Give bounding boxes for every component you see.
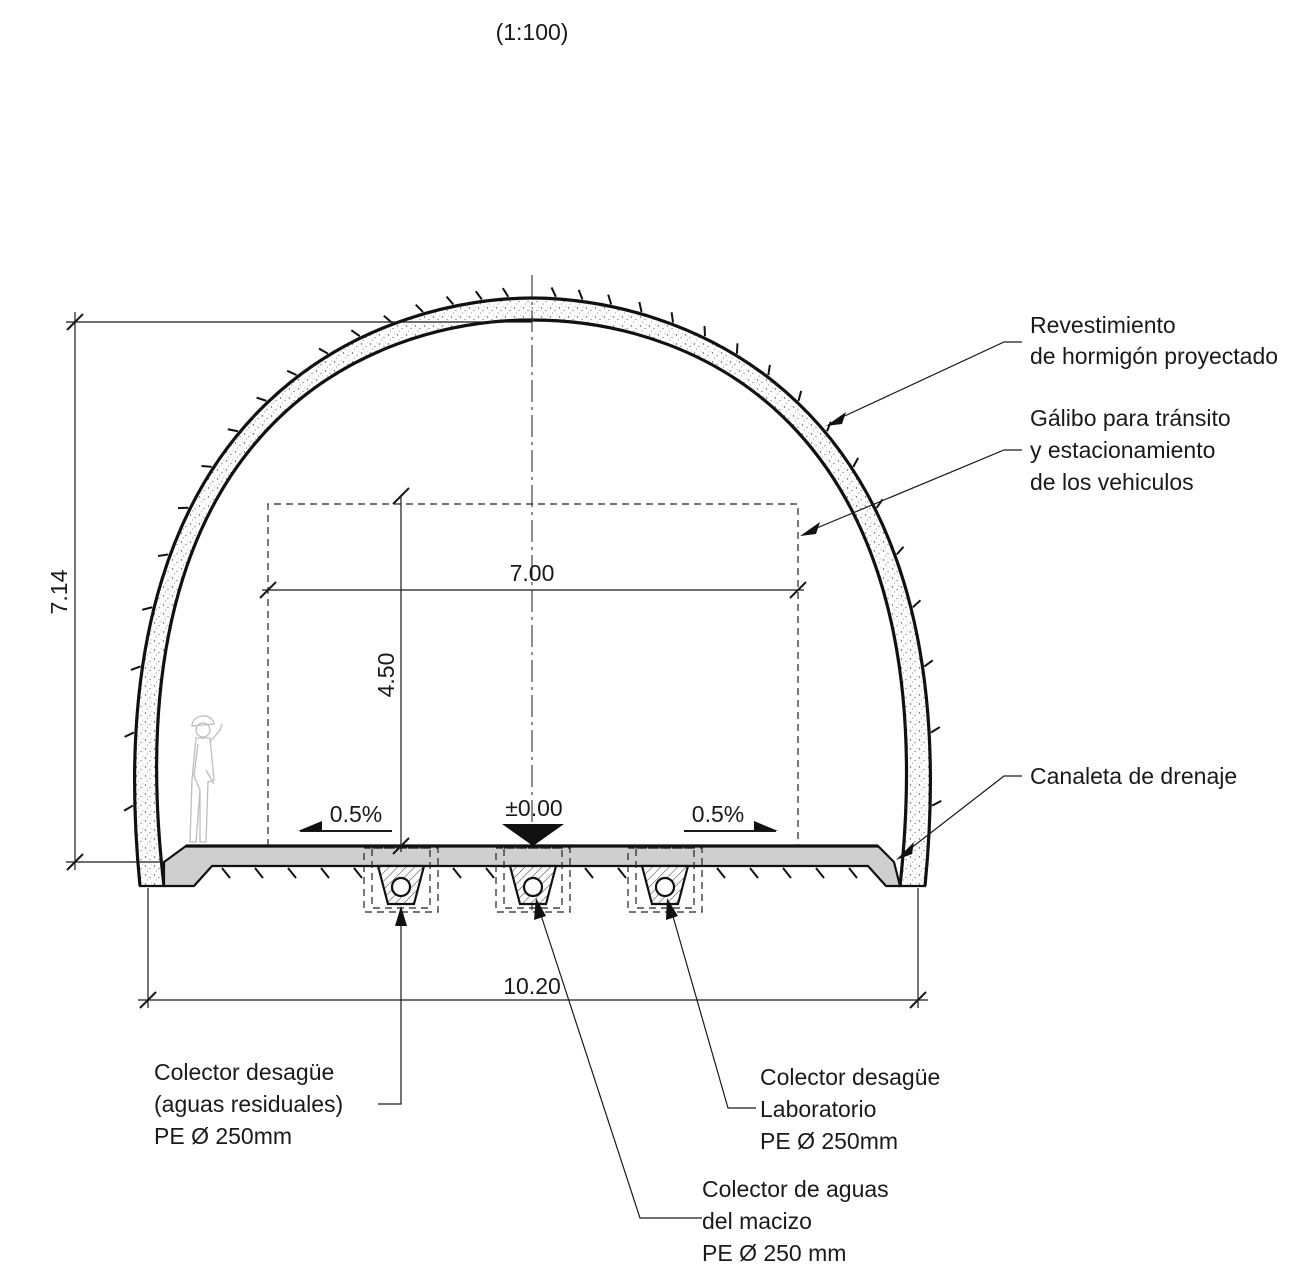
floor-tick (716, 867, 726, 879)
level-marker (502, 824, 564, 846)
clearance-envelope (267, 503, 799, 846)
floor-ground-ticks (221, 867, 858, 879)
floor-tick (848, 867, 858, 879)
callout-collector-lab: Colector desagüe Laboratorio PE Ø 250mm (760, 1064, 947, 1154)
rock-tick (852, 457, 860, 468)
floor-tick (320, 867, 330, 879)
rock-tick (415, 303, 424, 313)
total-width-label: 10.20 (503, 973, 561, 999)
rock-tick (141, 606, 153, 611)
rock-tick (474, 290, 483, 301)
rock-tick (607, 294, 613, 305)
rock-tick (501, 287, 510, 298)
rock-tick (256, 396, 267, 402)
floor-tick (287, 867, 297, 879)
rock-tick (123, 804, 134, 812)
rock-tick (318, 347, 329, 355)
callout-leaders (378, 341, 1022, 1219)
rock-tick (550, 287, 557, 298)
rock-tick (124, 731, 135, 738)
clearance-width-label: 7.00 (510, 560, 555, 586)
collector-lab-trench (627, 847, 703, 913)
callout-collector-wastewater: Colector desagüe (aguas residuales) PE Ø… (154, 1059, 350, 1149)
rock-tick (227, 428, 239, 433)
rock-tick (931, 800, 942, 807)
rock-tick (445, 295, 455, 306)
rock-tick (350, 329, 361, 338)
rock-tick (930, 726, 941, 734)
rock-tick (383, 314, 393, 324)
floor-tick (221, 867, 231, 879)
collector-rock-water-trench (495, 847, 571, 913)
rock-tick (670, 312, 675, 323)
floor-tick (617, 867, 627, 879)
lining-extrados (133, 296, 932, 887)
rock-tick (577, 289, 584, 300)
rock-tick (797, 390, 803, 402)
total-height-dimension (66, 312, 532, 871)
total-height-label: 7.14 (46, 569, 72, 614)
worker-figure (189, 715, 223, 843)
floor-tick (782, 867, 792, 879)
scale-label: (1:100) (496, 19, 569, 45)
level-label: ±0.00 (505, 795, 562, 821)
floor-tick (584, 867, 594, 879)
floor-tick (749, 867, 759, 879)
rock-tick (157, 553, 169, 557)
floor-tick (452, 867, 462, 879)
callout-lining: Revestimiento de hormigón proyectado (1030, 312, 1278, 369)
callout-clearance: Gálibo para tránsito y estacionamiento d… (1030, 405, 1237, 495)
floor-tick (815, 867, 825, 879)
rock-tick (735, 343, 739, 354)
rock-tick (912, 599, 922, 608)
rock-tick (895, 546, 905, 556)
rock-tick (638, 301, 643, 313)
clearance-width-dimension (259, 581, 807, 599)
rock-tick (130, 665, 141, 671)
slope-left-label: 0.5% (330, 801, 382, 827)
callout-drain: Canaleta de drenaje (1030, 763, 1237, 789)
clearance-height-dimension (392, 487, 410, 855)
slope-left-arrow (298, 821, 392, 832)
slope-right-label: 0.5% (692, 801, 744, 827)
slope-right-arrow (684, 821, 778, 832)
rock-tick (923, 659, 934, 668)
floor-tick (353, 867, 363, 879)
rock-tick (286, 369, 297, 376)
total-width-dimension (138, 888, 928, 1009)
floor-tick (485, 867, 495, 879)
callout-collector-rock: Colector de aguas del macizo PE Ø 250 mm (702, 1176, 895, 1266)
rock-tick (767, 364, 771, 376)
floor-tick (254, 867, 264, 879)
rock-ground-ticks (123, 287, 942, 812)
clearance-height-label: 4.50 (373, 653, 399, 698)
rock-tick (201, 464, 212, 468)
